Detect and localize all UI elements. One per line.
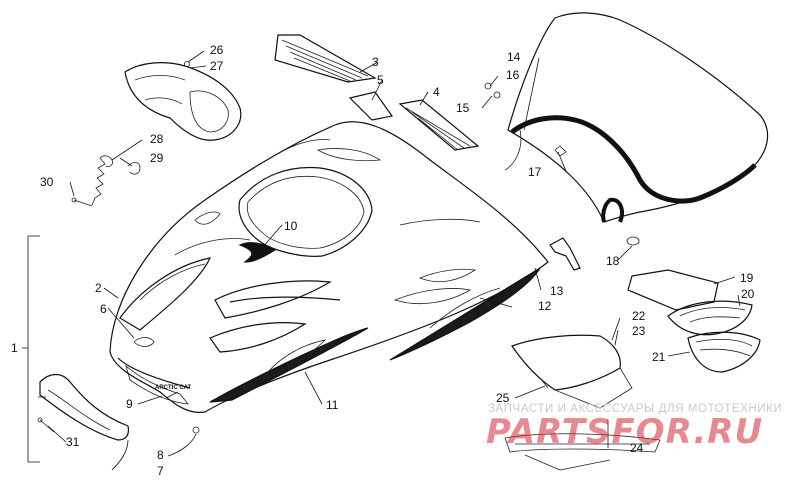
callout-22: 22: [632, 309, 646, 323]
callout-11: 11: [326, 398, 339, 412]
callout-21: 21: [652, 350, 666, 364]
callout-4: 4: [433, 85, 440, 99]
callout-31: 31: [66, 435, 80, 449]
callout-1: 1: [11, 341, 18, 355]
callout-3: 3: [372, 55, 379, 69]
callout-30: 30: [40, 175, 54, 189]
hood-assembly: ARCTIC CAT: [109, 121, 549, 413]
lower-panels: [504, 334, 661, 471]
callout-13: 13: [550, 284, 564, 298]
small-parts: [549, 236, 761, 373]
callout-10: 10: [284, 219, 298, 233]
callout-20: 20: [741, 287, 755, 301]
leader-lines: [22, 50, 741, 471]
callout-12: 12: [538, 299, 552, 313]
callout-16: 16: [506, 68, 520, 82]
watermark-logo: PARTSFOR.RU: [486, 412, 764, 452]
callout-2: 2: [95, 281, 102, 295]
callout-14: 14: [507, 50, 521, 64]
callout-29: 29: [150, 151, 164, 165]
front-bumper: [37, 373, 200, 441]
callout-19: 19: [740, 271, 754, 285]
callout-labels: 1 2 3 4 5 6 7 8 9 10 11 12 13 14 15 16 1…: [11, 43, 755, 478]
callout-23: 23: [632, 324, 646, 338]
callout-15: 15: [456, 101, 470, 115]
callout-7: 7: [157, 464, 164, 478]
callout-25: 25: [496, 391, 510, 405]
hood-latch-spring: [71, 155, 141, 207]
callout-27: 27: [210, 59, 224, 73]
callout-5: 5: [377, 73, 384, 87]
callout-28: 28: [150, 132, 164, 146]
callout-9: 9: [126, 397, 133, 411]
callout-17: 17: [528, 165, 542, 179]
hood-logo-text: ARCTIC CAT: [155, 385, 192, 391]
vent-grilles: [274, 34, 480, 151]
callout-24: 24: [630, 441, 644, 455]
callout-8: 8: [157, 448, 164, 462]
callout-6: 6: [100, 302, 107, 316]
callout-18: 18: [606, 254, 620, 268]
headlight-housing: [124, 61, 242, 141]
watermark-caption: ЗАПЧАСТИ И АКСЕССУАРЫ ДЛЯ МОТОТЕХНИКИ: [488, 403, 783, 415]
callout-26: 26: [210, 43, 224, 57]
windshield: [484, 12, 769, 223]
